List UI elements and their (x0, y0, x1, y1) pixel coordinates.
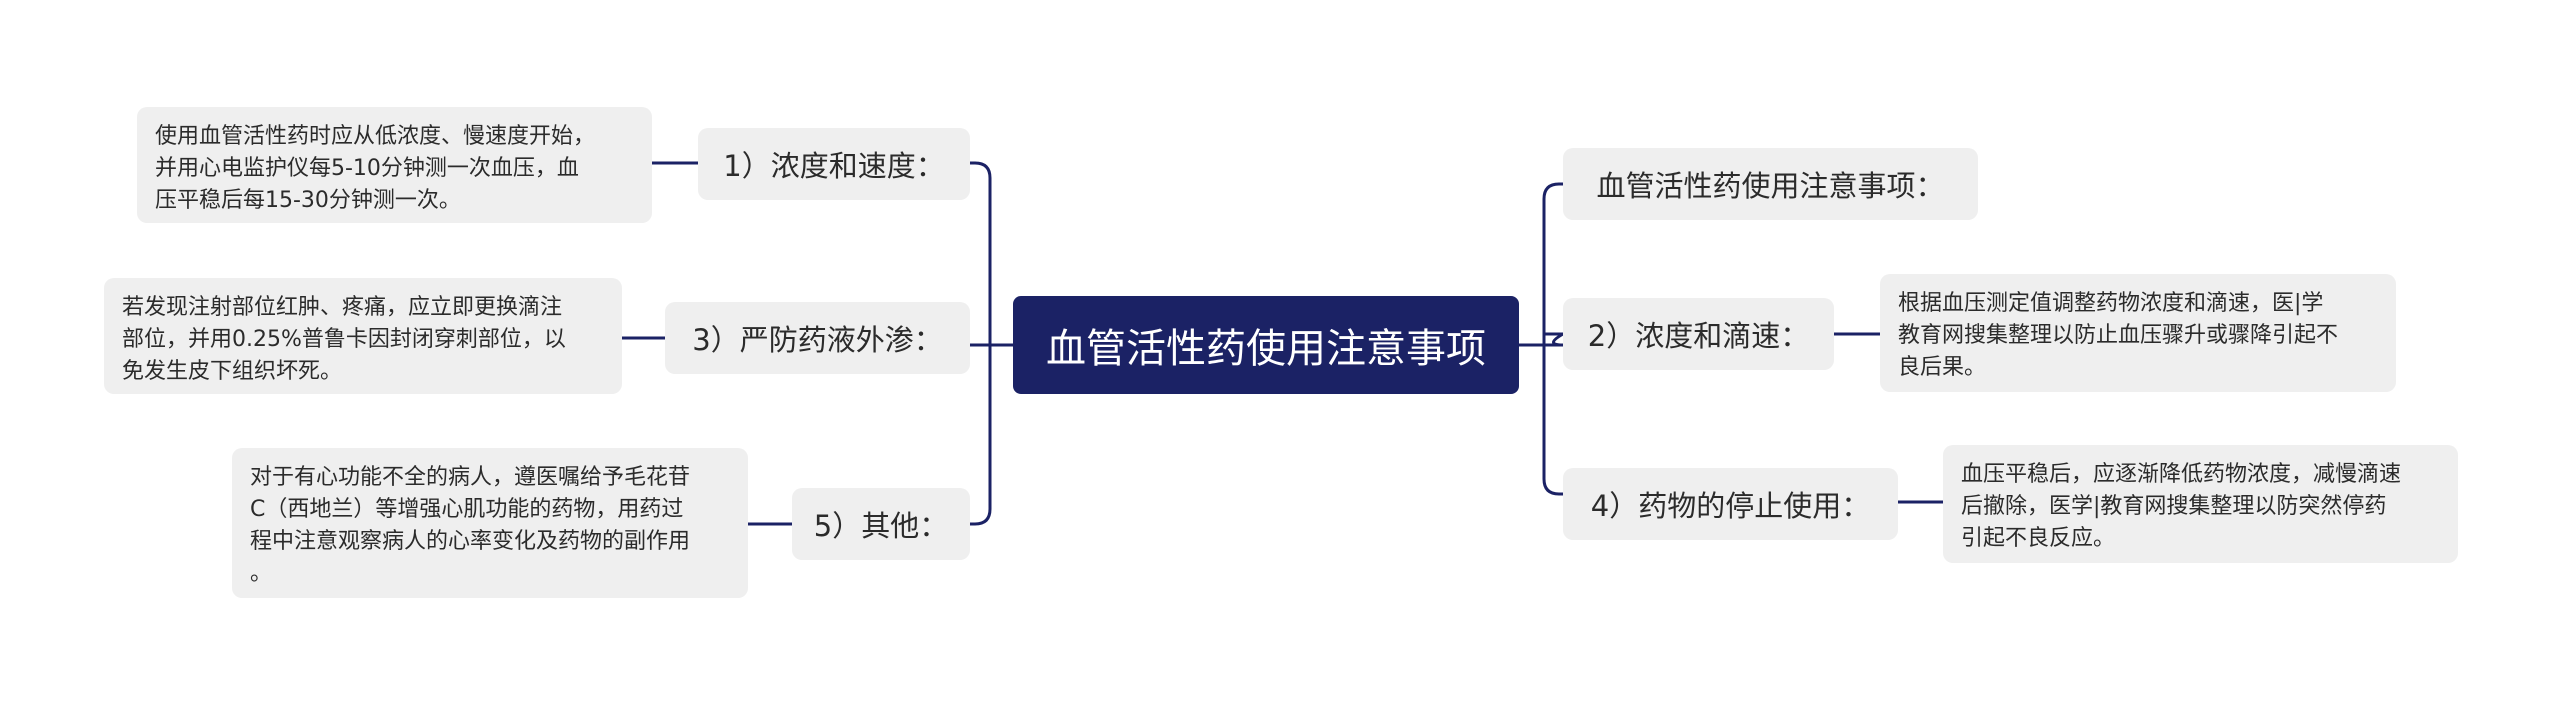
branch-label: 2）浓度和滴速： (1587, 319, 1810, 353)
leaf-text: 血压平稳后，应逐渐降低药物浓度，减慢滴速 后撤除，医学|教育网搜集整理以防突然停… (1961, 462, 2402, 551)
connector-left-5 (968, 343, 992, 526)
connector-right-4 (1542, 343, 1565, 496)
leaf-text: 根据血压测定值调整药物浓度和滴速，医|学 教育网搜集整理以防止血压骤升或骤降引起… (1898, 291, 2339, 380)
branch-notes-heading[interactable]: 血管活性药使用注意事项： (1563, 148, 1978, 220)
branch-stop-use[interactable]: 4）药物的停止使用： (1563, 468, 1898, 540)
connector-right-2-stub (1542, 332, 1565, 347)
leaf-text: 对于有心功能不全的病人，遵医嘱给予毛花苷 C（西地兰）等增强心肌功能的药物，用药… (250, 465, 691, 586)
branch-label: 1）浓度和速度： (723, 149, 945, 183)
root-topic-label: 血管活性药使用注意事项 (1046, 326, 1486, 372)
connector-left-1 (968, 161, 992, 347)
branch-label: 血管活性药使用注意事项： (1596, 169, 1945, 203)
branch-label: 5）其他： (813, 509, 949, 543)
connector-right-a (1542, 182, 1565, 347)
leaf-concentration-drip-rate[interactable]: 根据血压测定值调整药物浓度和滴速，医|学 教育网搜集整理以防止血压骤升或骤降引起… (1880, 274, 2396, 392)
root-topic[interactable]: 血管活性药使用注意事项 (1013, 296, 1519, 394)
branch-prevent-extravasation[interactable]: 3）严防药液外渗： (665, 302, 970, 374)
leaf-other[interactable]: 对于有心功能不全的病人，遵医嘱给予毛花苷 C（西地兰）等增强心肌功能的药物，用药… (232, 448, 748, 598)
leaf-text: 使用血管活性药时应从低浓度、慢速度开始， 并用心电监护仪每5-10分钟测一次血压… (155, 124, 596, 213)
leaf-prevent-extravasation[interactable]: 若发现注射部位红肿、疼痛，应立即更换滴注 部位，并用0.25%普鲁卡因封闭穿刺部… (104, 278, 622, 394)
branch-concentration-speed[interactable]: 1）浓度和速度： (698, 128, 970, 200)
branch-concentration-drip-rate[interactable]: 2）浓度和滴速： (1563, 298, 1834, 370)
leaf-concentration-speed[interactable]: 使用血管活性药时应从低浓度、慢速度开始， 并用心电监护仪每5-10分钟测一次血压… (137, 107, 652, 223)
branch-label: 4）药物的停止使用： (1590, 489, 1871, 523)
branch-label: 3）严防药液外渗： (692, 323, 943, 357)
branch-other[interactable]: 5）其他： (792, 488, 970, 560)
leaf-text: 若发现注射部位红肿、疼痛，应立即更换滴注 部位，并用0.25%普鲁卡因封闭穿刺部… (122, 295, 566, 384)
leaf-stop-use[interactable]: 血压平稳后，应逐渐降低药物浓度，减慢滴速 后撤除，医学|教育网搜集整理以防突然停… (1943, 445, 2458, 563)
